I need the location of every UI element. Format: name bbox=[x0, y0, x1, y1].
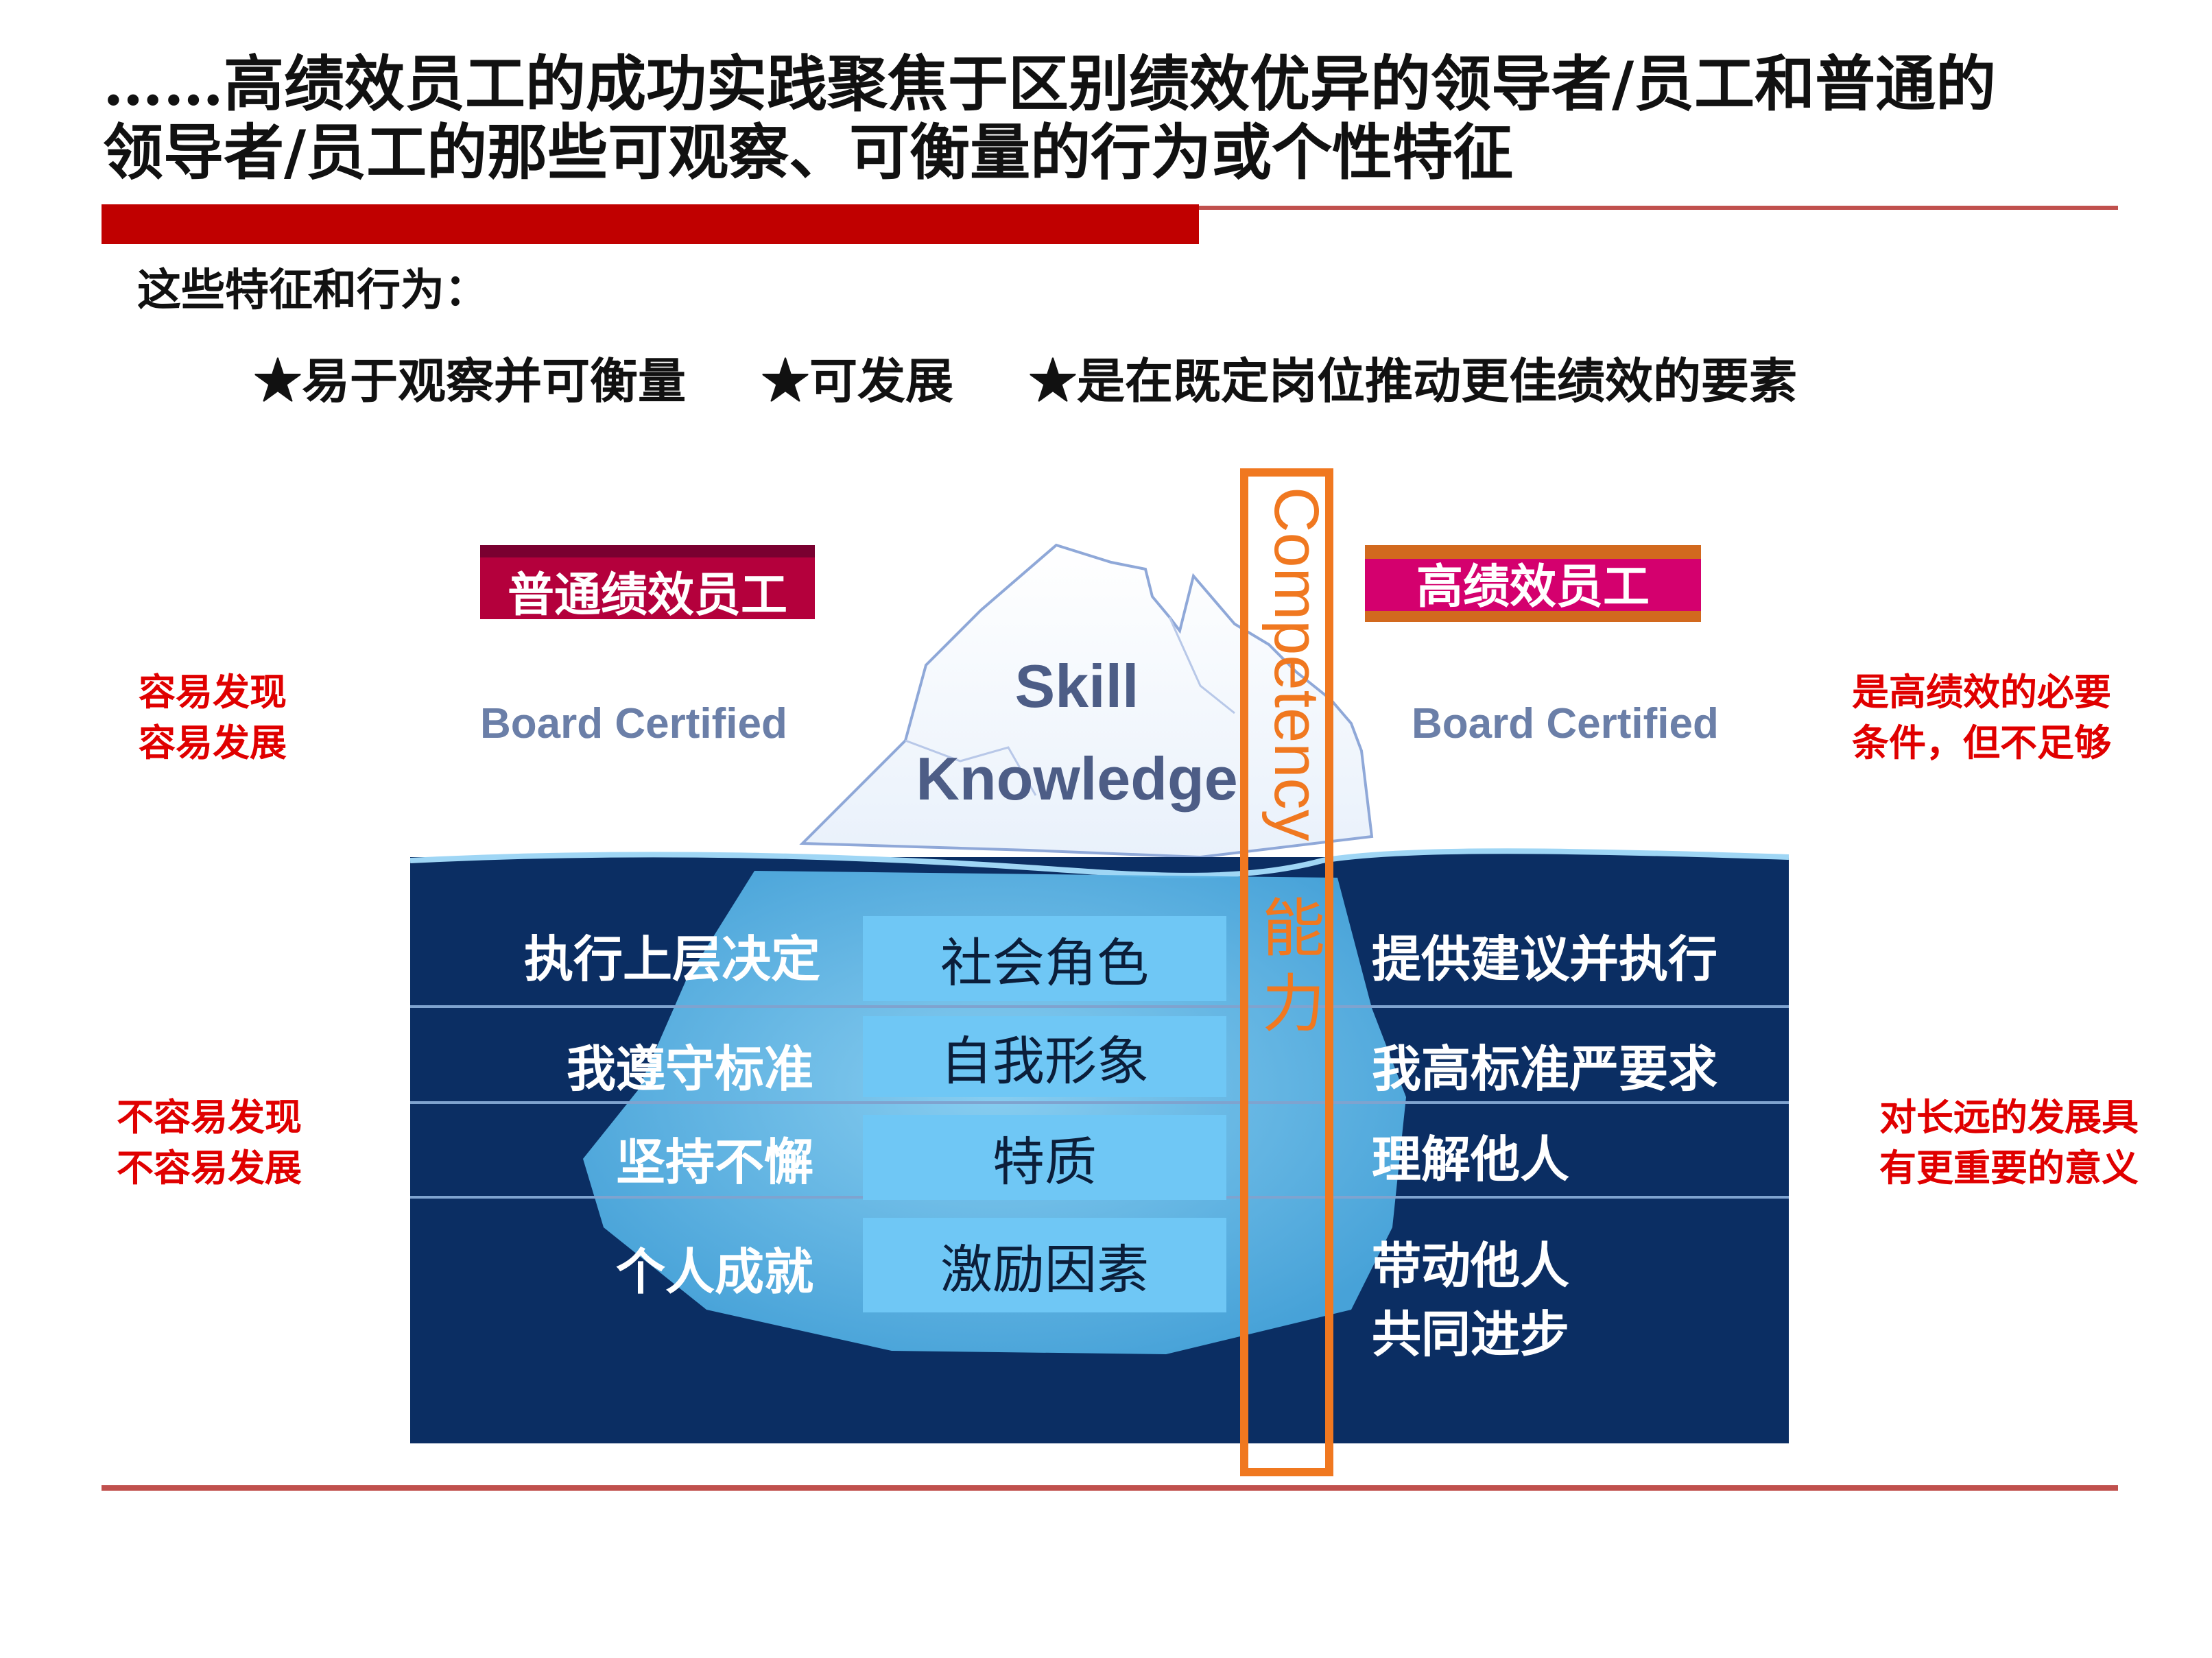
high-behavior: 提供建议并执行 bbox=[1372, 930, 1718, 988]
trait-social-role: 社会角色 bbox=[863, 916, 1226, 1001]
knowledge-label: Knowledge bbox=[916, 745, 1238, 813]
ordinary-behavior: 坚持不懈 bbox=[615, 1133, 813, 1191]
ordinary-behavior: 个人成就 bbox=[615, 1242, 813, 1301]
board-certified-right: Board Certified bbox=[1412, 700, 1719, 747]
traits-intro: 这些特征和行为： bbox=[137, 265, 488, 316]
trait-item: ★可发展 bbox=[761, 352, 953, 409]
title-line-2: 领导者/员工的那些可观察、可衡量的行为或个性特征 bbox=[103, 117, 1514, 188]
left-bottom-label: 不容易发现 不容易发展 bbox=[117, 1095, 302, 1190]
ordinary-behavior: 我遵守标准 bbox=[566, 1040, 813, 1098]
traits-list: ★易于观察并可衡量 ★可发展 ★是在既定岗位推动更佳绩效的要素 bbox=[254, 343, 2106, 412]
ordinary-employee-title: 普通绩效员工 bbox=[480, 545, 815, 619]
right-bottom-label: 对长远的发展具 有更重要的意义 bbox=[1879, 1095, 2139, 1190]
title-underline-line bbox=[1199, 206, 2118, 210]
trait-characteristics: 特质 bbox=[863, 1115, 1226, 1200]
board-certified-left: Board Certified bbox=[480, 700, 787, 747]
competency-frame bbox=[1240, 468, 1333, 1476]
trait-motivation: 激励因素 bbox=[863, 1218, 1226, 1312]
high-behavior: 我高标准严要求 bbox=[1372, 1040, 1718, 1098]
competency-cn-label: 能 力 bbox=[1261, 892, 1325, 1041]
right-top-label: 是高绩效的必要 条件，但不足够 bbox=[1852, 670, 2111, 765]
page-title: ……高绩效员工的成功实践聚焦于区别绩效优异的领导者/员工和普通的 领导者/员工的… bbox=[103, 49, 2092, 187]
trait-self-image: 自我形象 bbox=[863, 1016, 1226, 1097]
row-divider bbox=[410, 1005, 1789, 1008]
title-underline-bar bbox=[102, 204, 1199, 244]
skill-label: Skill bbox=[1014, 652, 1139, 720]
title-line-1: ……高绩效员工的成功实践聚焦于区别绩效优异的领导者/员工和普通的 bbox=[103, 48, 1997, 119]
iceberg-tip bbox=[799, 543, 1374, 859]
row-divider bbox=[410, 1101, 1789, 1104]
high-behavior: 理解他人 bbox=[1372, 1130, 1570, 1188]
footer-line bbox=[102, 1485, 2118, 1491]
high-performer-title: 高绩效员工 bbox=[1365, 545, 1701, 622]
high-behavior: 带动他人 共同进步 bbox=[1372, 1236, 1570, 1363]
competency-label: Competency bbox=[1261, 487, 1331, 841]
ordinary-behavior: 执行上层决定 bbox=[523, 930, 820, 988]
left-top-label: 容易发现 容易发展 bbox=[139, 670, 287, 765]
trait-item: ★易于观察并可衡量 bbox=[254, 352, 686, 409]
trait-item: ★是在既定岗位推动更佳绩效的要素 bbox=[1029, 352, 1797, 409]
